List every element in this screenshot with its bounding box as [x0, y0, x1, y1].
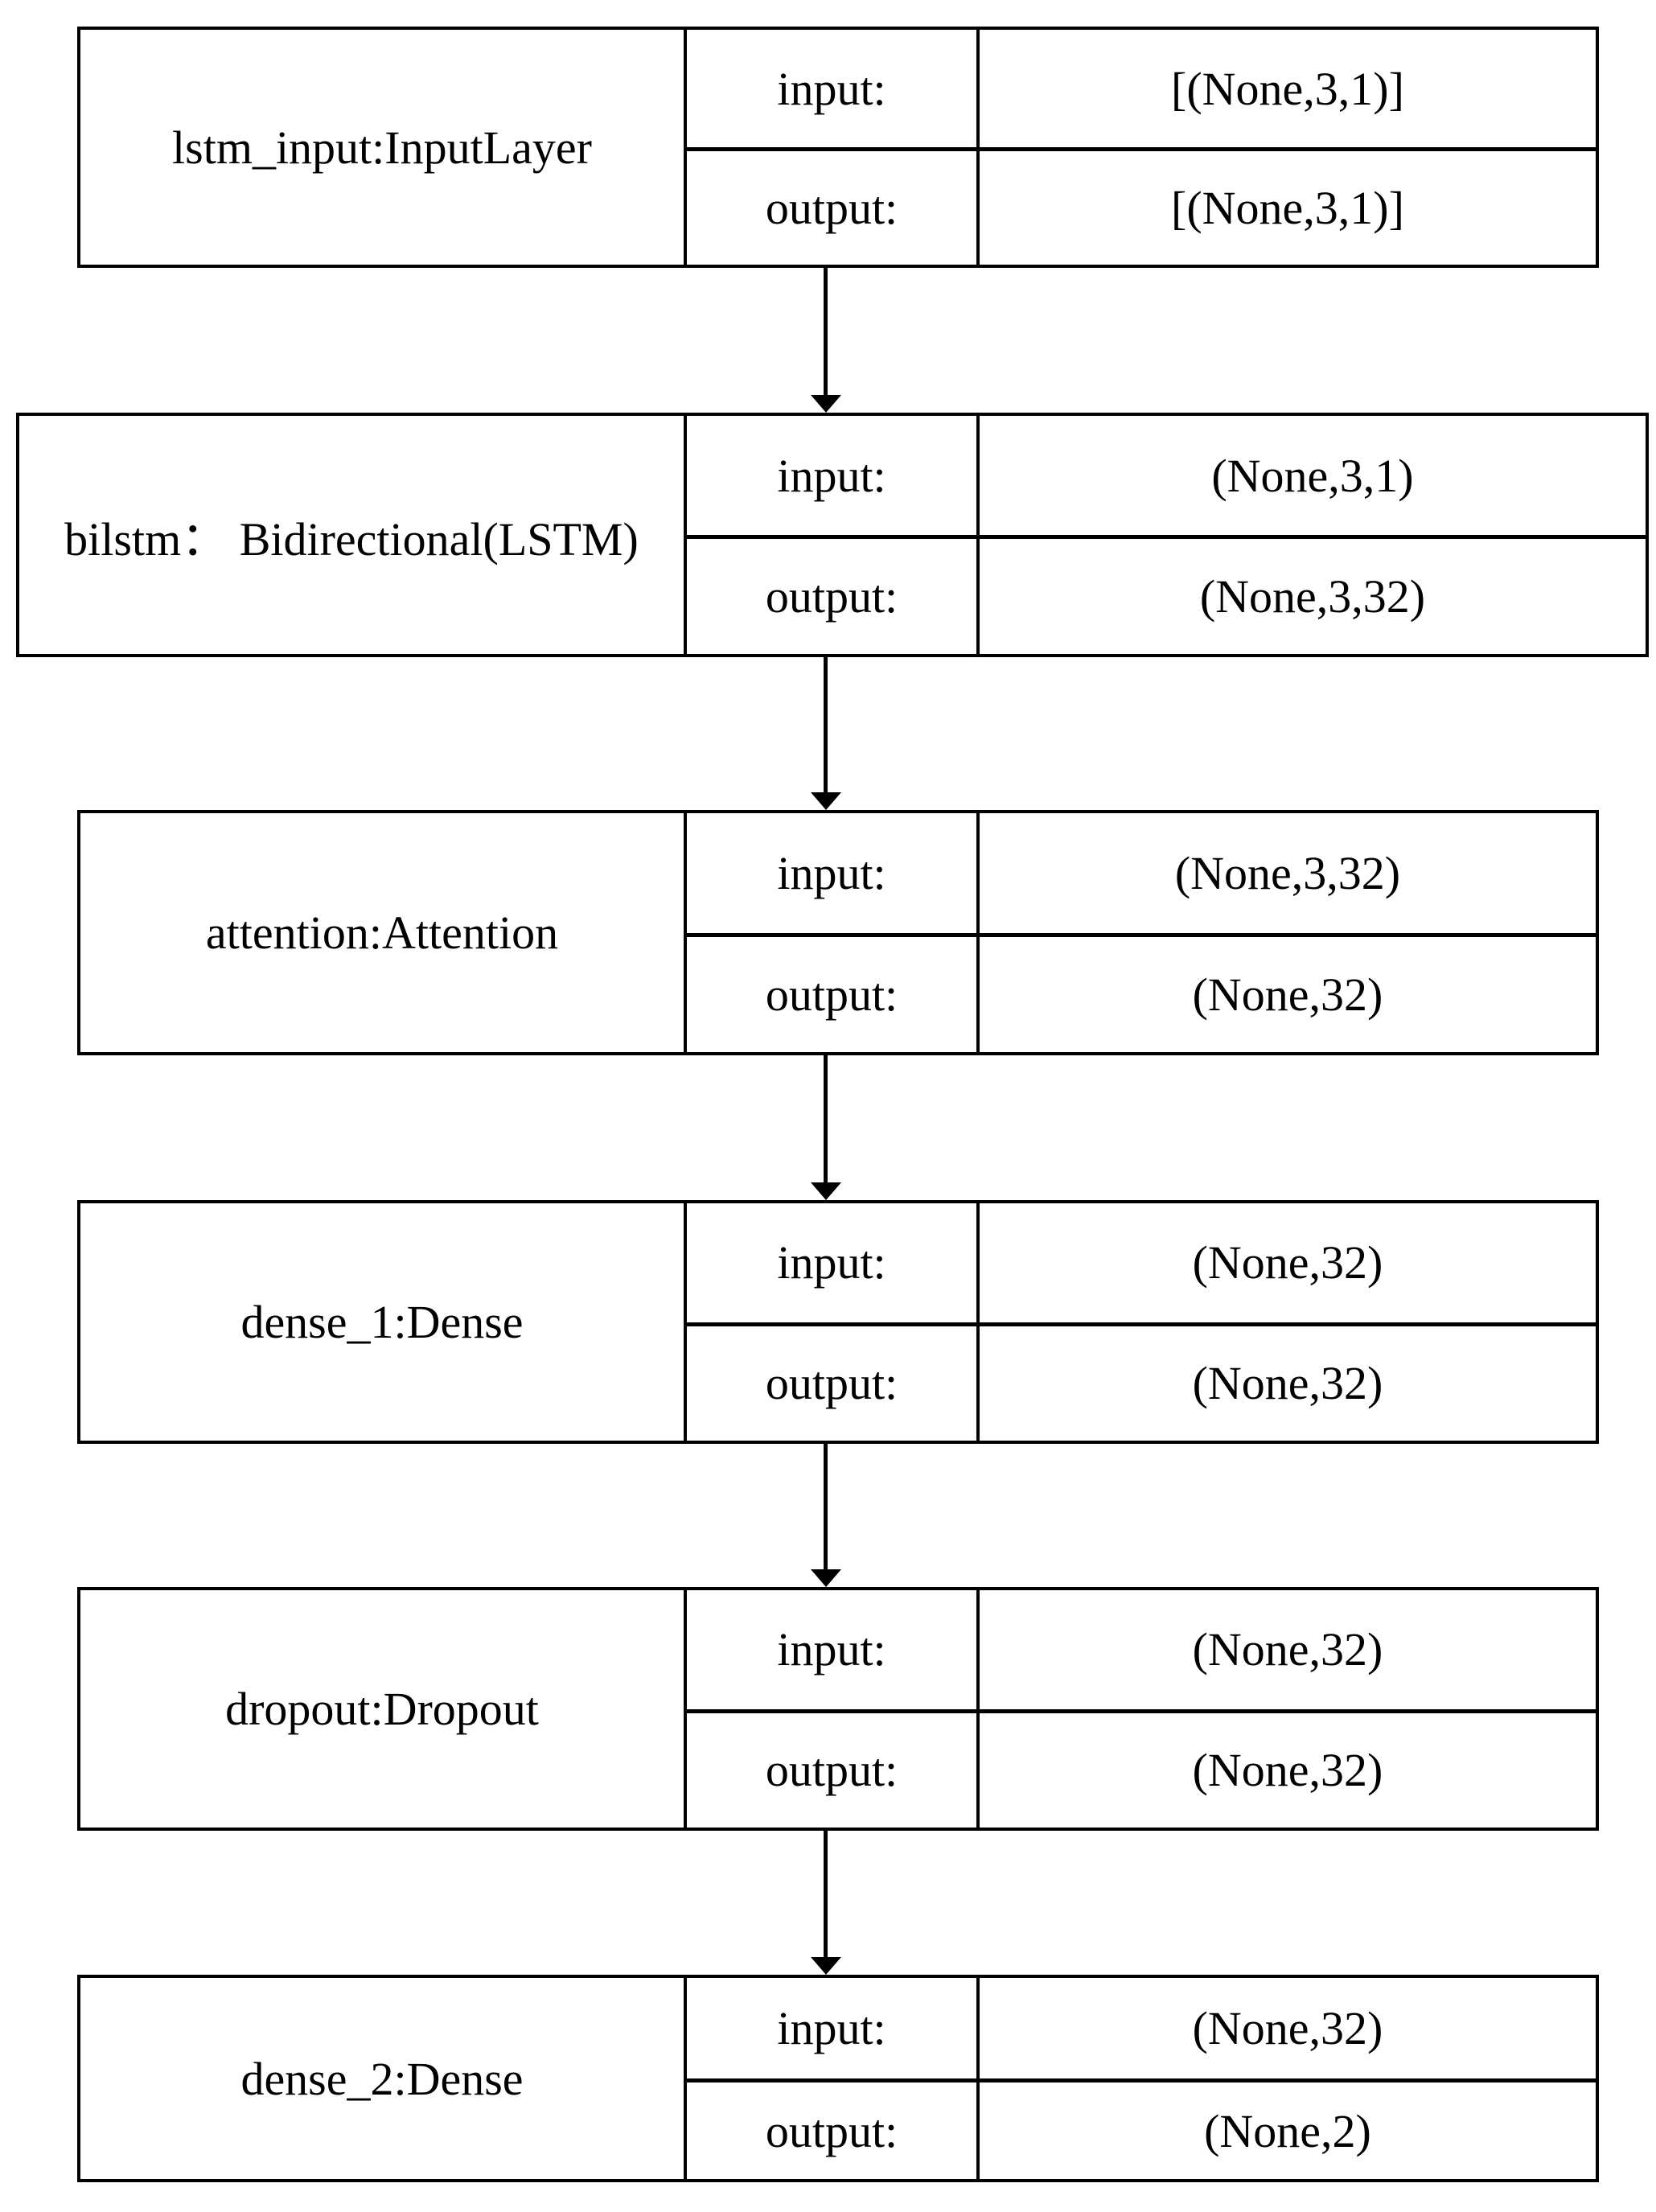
output-label: output: [684, 932, 976, 1052]
input-label: input: [684, 1590, 976, 1709]
output-shape: [(None,3,1)] [976, 147, 1596, 265]
layer-node-attention: attention:Attention input: (None,3,32) o… [77, 810, 1599, 1055]
layer-node-dropout: dropout:Dropout input: (None,32) output:… [77, 1587, 1599, 1831]
flow-arrow [810, 268, 842, 413]
input-shape: (None,32) [976, 1203, 1596, 1322]
flow-arrow [810, 1831, 842, 1975]
layer-name: lstm_input:InputLayer [172, 121, 592, 174]
layer-node-dense-1: dense_1:Dense input: (None,32) output: (… [77, 1200, 1599, 1444]
arrow-head-icon [811, 792, 841, 810]
input-shape: (None,3,32) [976, 813, 1596, 933]
layer-name: bilstm： Bidirectional(LSTM) [64, 513, 639, 565]
arrow-shaft [824, 657, 828, 796]
layer-name: dropout:Dropout [225, 1683, 539, 1735]
input-shape: (None,32) [976, 1590, 1596, 1709]
input-shape: [(None,3,1)] [976, 30, 1596, 147]
arrow-head-icon [811, 1957, 841, 1975]
input-label: input: [684, 416, 976, 535]
arrow-shaft [824, 268, 828, 398]
flow-arrow [810, 657, 842, 810]
layer-name: attention:Attention [205, 907, 559, 959]
output-shape: (None,3,32) [976, 535, 1646, 654]
output-label: output: [684, 147, 976, 265]
output-shape: (None,32) [976, 932, 1596, 1052]
input-label: input: [684, 30, 976, 147]
input-label: input: [684, 1978, 976, 2078]
layer-name: dense_1:Dense [240, 1296, 524, 1348]
arrow-head-icon [811, 1182, 841, 1200]
input-label: input: [684, 813, 976, 933]
output-shape: (None,32) [976, 1708, 1596, 1828]
flow-arrow [810, 1444, 842, 1587]
output-label: output: [684, 1322, 976, 1441]
output-label: output: [684, 1708, 976, 1828]
arrow-shaft [824, 1831, 828, 1960]
layer-name: dense_2:Dense [240, 2052, 524, 2105]
arrow-head-icon [811, 395, 841, 413]
layer-node-dense-2: dense_2:Dense input: (None,32) output: (… [77, 1975, 1599, 2182]
arrow-shaft [824, 1444, 828, 1573]
output-shape: (None,32) [976, 1322, 1596, 1441]
layer-node-lstm-input: lstm_input:InputLayer input: [(None,3,1)… [77, 27, 1599, 268]
flow-arrow [810, 1055, 842, 1200]
layer-node-bilstm: bilstm： Bidirectional(LSTM) input: (None… [16, 413, 1649, 657]
input-shape: (None,32) [976, 1978, 1596, 2078]
output-shape: (None,2) [976, 2078, 1596, 2179]
arrow-shaft [824, 1055, 828, 1186]
input-label: input: [684, 1203, 976, 1322]
input-shape: (None,3,1) [976, 416, 1646, 535]
output-label: output: [684, 535, 976, 654]
arrow-head-icon [811, 1569, 841, 1587]
output-label: output: [684, 2078, 976, 2179]
